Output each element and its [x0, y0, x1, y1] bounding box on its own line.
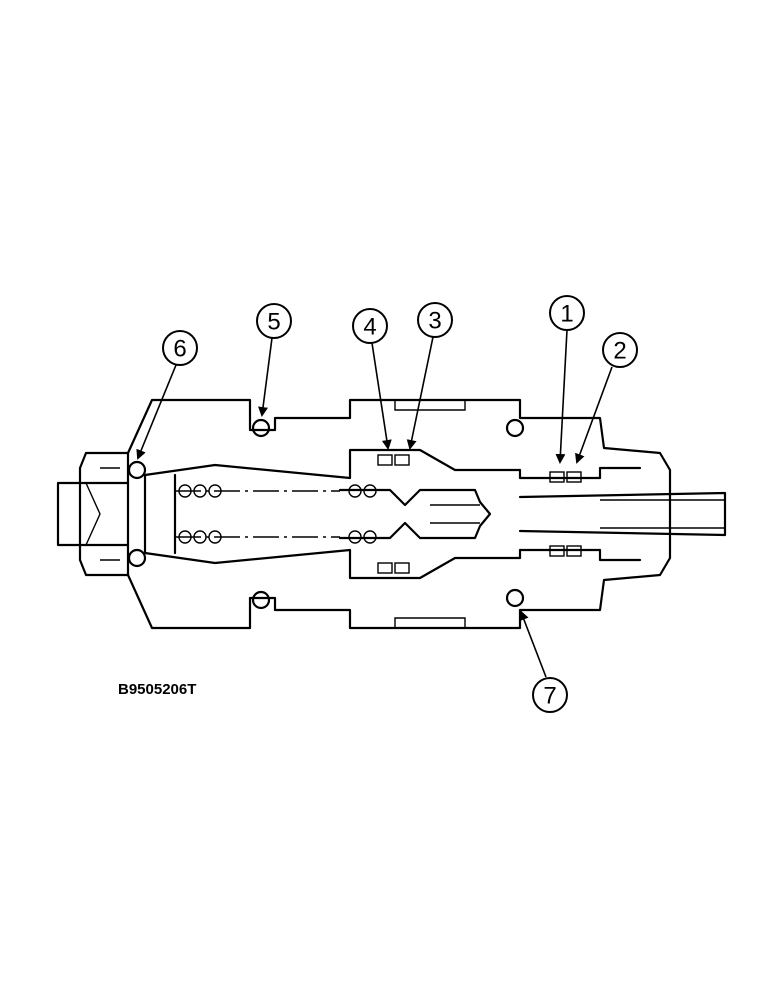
callout-6-label: 6	[173, 336, 186, 363]
callout-3: 3	[406, 302, 453, 450]
valve-body	[56, 398, 727, 630]
callout-4-label: 4	[363, 314, 376, 341]
callout-1-label: 1	[560, 301, 573, 328]
figure-code: B9505206T	[118, 681, 196, 698]
callout-5-label: 5	[267, 309, 280, 336]
callout-5: 5	[256, 303, 292, 417]
callout-7: 7	[519, 610, 568, 713]
callout-2: 2	[575, 332, 638, 464]
callout-3-label: 3	[428, 308, 441, 335]
callout-2-label: 2	[613, 338, 626, 365]
callout-4: 4	[352, 308, 392, 450]
callout-1: 1	[549, 295, 585, 464]
callout-6: 6	[136, 330, 198, 460]
callout-7-label: 7	[543, 683, 556, 710]
